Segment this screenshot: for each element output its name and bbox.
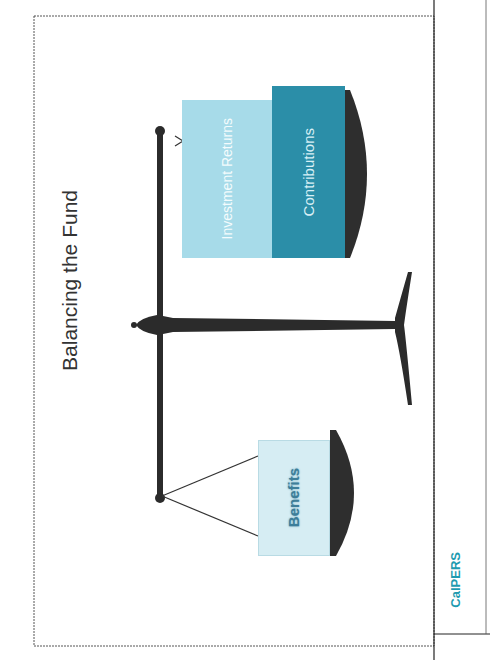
returns-box: Investment Returns — [182, 100, 272, 258]
logo-holder: CalPERS — [444, 535, 468, 625]
title-holder: Balancing the Fund — [52, 150, 88, 410]
logo-text: CalPERS — [449, 552, 463, 608]
slide-title: Balancing the Fund — [59, 190, 81, 371]
box-label: Investment Returns — [220, 118, 235, 239]
benefits-box: Benefits — [258, 440, 330, 556]
box-label: Benefits — [286, 468, 302, 527]
contributions-box: Contributions — [272, 86, 345, 258]
box-label: Contributions — [301, 128, 317, 216]
